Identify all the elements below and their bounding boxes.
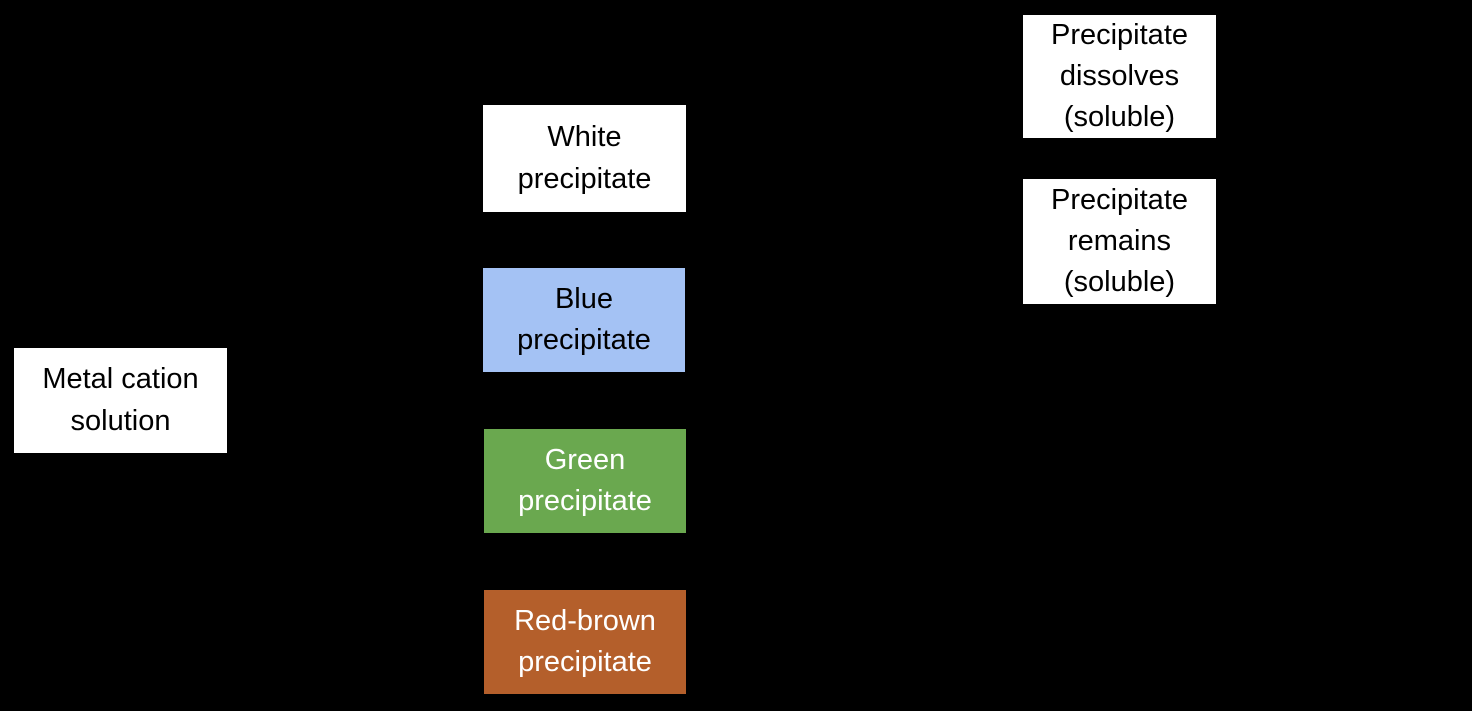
node-precipitate-remains: Precipitate remains (soluble) — [1023, 179, 1216, 304]
node-precipitate-dissolves: Precipitate dissolves (soluble) — [1023, 15, 1216, 138]
node-blue-precipitate: Blue precipitate — [483, 268, 685, 372]
node-red-brown-precipitate: Red-brown precipitate — [484, 590, 686, 694]
node-white-precipitate: White precipitate — [483, 105, 686, 212]
node-metal-cation-solution: Metal cation solution — [14, 348, 227, 453]
node-green-precipitate: Green precipitate — [484, 429, 686, 533]
